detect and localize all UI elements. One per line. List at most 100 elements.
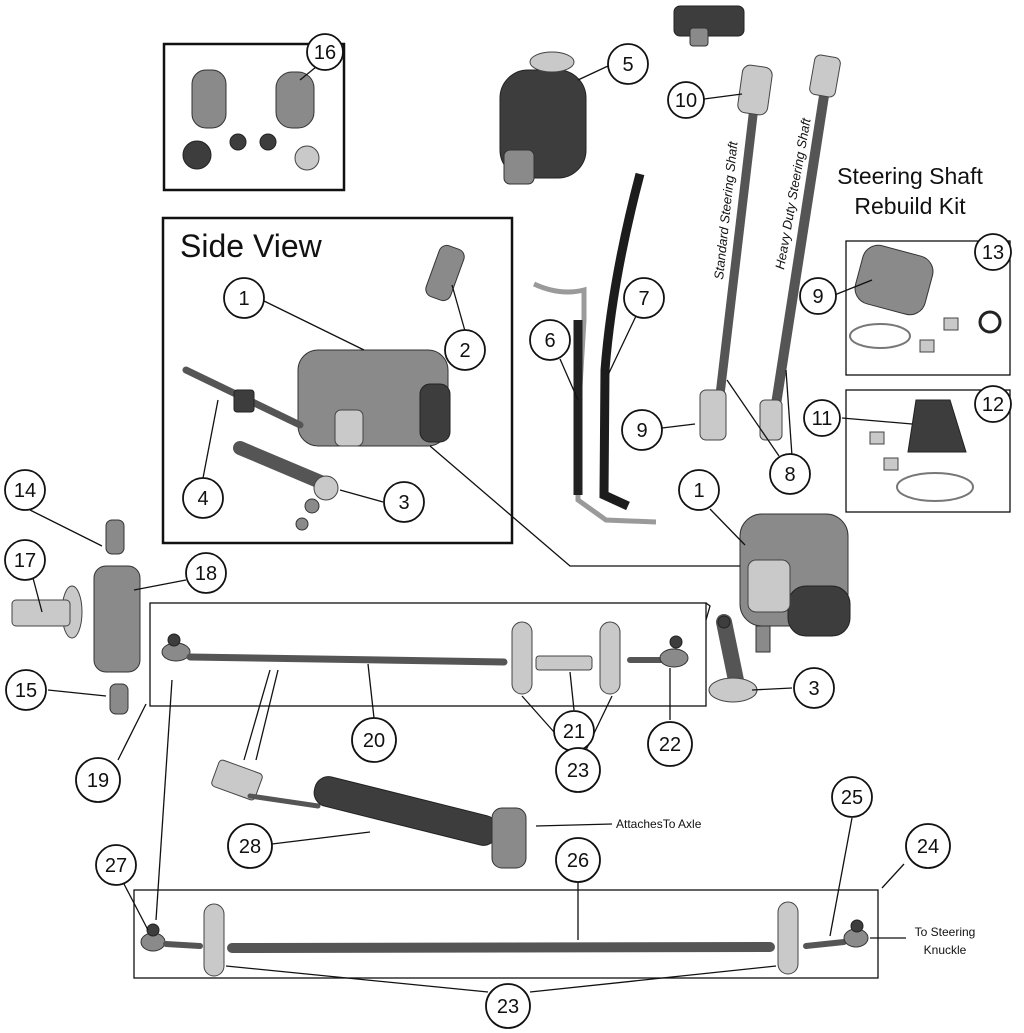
- callout-circle: [485, 983, 531, 1029]
- callout-number: 12: [982, 394, 1004, 416]
- callout-number: 22: [659, 734, 681, 756]
- shaft-kit-frame-12: [845, 389, 1011, 513]
- callout-23-top: 23: [555, 747, 601, 793]
- callout-circle: [75, 757, 121, 803]
- callout-circle: [831, 776, 873, 818]
- callout-circle: [769, 453, 811, 495]
- heavy-duty-steering-shaft-illustration: [759, 54, 841, 441]
- callout-4: 4: [182, 477, 224, 519]
- callout-circle: [667, 81, 705, 119]
- callout-19: 19: [75, 757, 121, 803]
- callout-10: 10: [667, 81, 705, 119]
- callout-circle: [5, 669, 47, 711]
- callout-1-side: 1: [223, 277, 265, 319]
- callout-circle: [555, 747, 601, 793]
- leader-lines: [29, 65, 913, 993]
- callout-24: 24: [905, 823, 951, 869]
- callout-9-lower: 9: [621, 409, 663, 451]
- callout-circle: [182, 477, 224, 519]
- steering-knuckle-illustration: [11, 519, 141, 715]
- callout-number: 25: [841, 787, 863, 809]
- callout-number: 26: [567, 850, 589, 872]
- callout-3-side: 3: [383, 481, 425, 523]
- callout-22: 22: [647, 721, 693, 767]
- drag-link-illustration: [140, 901, 869, 977]
- callout-2: 2: [444, 329, 486, 371]
- callout-number: 5: [622, 54, 633, 76]
- pitman-arm-illustration: [708, 614, 758, 703]
- callout-number: 17: [14, 550, 36, 572]
- callout-circle: [185, 552, 227, 594]
- callout-circle: [555, 837, 601, 883]
- callout-number: 23: [567, 760, 589, 782]
- callout-circle: [4, 469, 46, 511]
- callout-number: 18: [195, 563, 217, 585]
- callout-number: 19: [87, 770, 109, 792]
- ball-joint-kit-frame: [162, 42, 346, 192]
- callout-circle: [351, 717, 397, 763]
- to-steering-label-line2: Knuckle: [924, 943, 967, 957]
- callout-number: 13: [982, 242, 1004, 264]
- callout-9-kit: 9: [799, 277, 837, 315]
- steering-gearbox-illustration: [739, 513, 851, 653]
- callout-circle: [905, 823, 951, 869]
- shaft-kit-12-illustration: [869, 399, 974, 502]
- callout-17: 17: [4, 539, 46, 581]
- callout-number: 9: [636, 420, 647, 442]
- callout-3-main: 3: [793, 667, 835, 709]
- callout-circle: [678, 469, 720, 511]
- tie-rod-frame: [149, 602, 707, 707]
- callout-number: 23: [497, 996, 519, 1018]
- callout-18: 18: [185, 552, 227, 594]
- callout-number: 10: [675, 90, 697, 112]
- callout-5: 5: [607, 43, 649, 85]
- callout-7: 7: [623, 277, 665, 319]
- callout-number: 2: [459, 340, 470, 362]
- side-view-frame: [161, 216, 514, 545]
- shaft-kit-13-illustration: [849, 244, 1002, 353]
- callout-20: 20: [351, 717, 397, 763]
- return-hose-illustration: [599, 172, 645, 511]
- callout-6: 6: [529, 319, 571, 361]
- callout-number: 15: [15, 680, 37, 702]
- callout-26: 26: [555, 837, 601, 883]
- callout-number: 4: [197, 488, 208, 510]
- side-view-gearbox-illustration: [182, 244, 465, 531]
- callout-circle: [4, 539, 46, 581]
- pressure-hose-illustration: [532, 281, 657, 525]
- callout-number: 3: [808, 678, 819, 700]
- kit-title-line2: Rebuild Kit: [854, 193, 966, 219]
- shaft-kit-frame-13: [845, 240, 1011, 376]
- callout-number: 21: [563, 721, 585, 743]
- drag-link-frame: [133, 889, 879, 979]
- callout-number: 14: [14, 480, 36, 502]
- callout-number: 27: [105, 855, 127, 877]
- callout-circle: [383, 481, 425, 523]
- callout-number: 24: [917, 836, 939, 858]
- steering-stabilizer-illustration: [211, 759, 527, 869]
- callout-circle: [529, 319, 571, 361]
- callout-circle: [444, 329, 486, 371]
- side-view-heading: Side View: [180, 228, 323, 264]
- callout-circle: [974, 233, 1012, 271]
- callout-28: 28: [227, 823, 273, 869]
- callout-circle: [647, 721, 693, 767]
- callout-21: 21: [553, 710, 595, 752]
- kit-title-line1: Steering Shaft: [837, 163, 983, 189]
- tie-rod-illustration: [161, 621, 689, 695]
- callout-15: 15: [5, 669, 47, 711]
- callout-circle: [223, 277, 265, 319]
- callout-circle: [793, 667, 835, 709]
- u-joint-illustration: [673, 5, 745, 47]
- callout-circle: [799, 277, 837, 315]
- callout-14: 14: [4, 469, 46, 511]
- callout-circle: [974, 385, 1012, 423]
- callout-number: 6: [544, 330, 555, 352]
- callout-8: 8: [769, 453, 811, 495]
- callout-circle: [306, 33, 344, 71]
- callout-23-bottom: 23: [485, 983, 531, 1029]
- to-steering-label-line1: To Steering: [915, 925, 976, 939]
- callout-circle: [803, 399, 841, 437]
